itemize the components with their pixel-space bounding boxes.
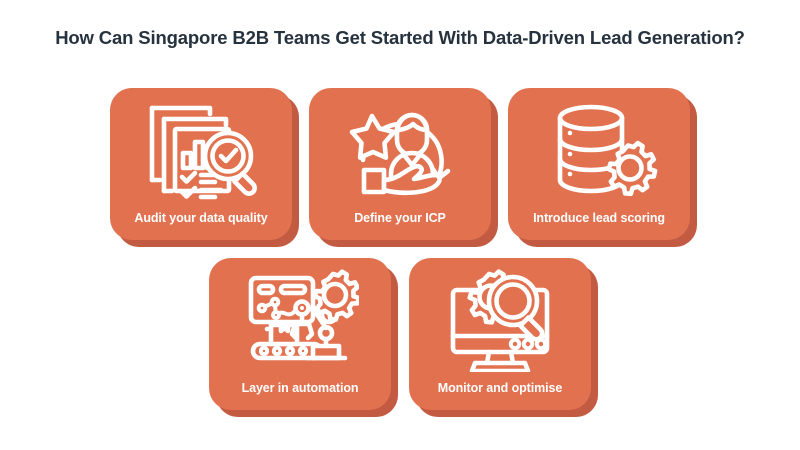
- card-label: Audit your data quality: [134, 211, 268, 225]
- card-layer-in-automation[interactable]: Layer in automation: [209, 258, 391, 410]
- desktop-monitor-gear-magnifier-icon: [409, 264, 591, 376]
- person-star-hand-arrow-icon: [309, 94, 491, 206]
- database-gear-icon: [508, 94, 690, 206]
- card-audit-your-data-quality[interactable]: Audit your data quality: [110, 88, 292, 240]
- card-label: Define your ICP: [354, 211, 446, 225]
- card-label: Introduce lead scoring: [533, 211, 665, 225]
- card-label: Monitor and optimise: [437, 381, 563, 395]
- card-monitor-and-optimise[interactable]: Monitor and optimise: [409, 258, 591, 410]
- document-stack-bar-chart-checklist-magnifier-icon: [110, 94, 292, 206]
- card-introduce-lead-scoring[interactable]: Introduce lead scoring: [508, 88, 690, 240]
- monitor-robot-arm-conveyor-gear-icon: [209, 264, 391, 376]
- card-define-your-icp[interactable]: Define your ICP: [309, 88, 491, 240]
- card-label: Layer in automation: [241, 381, 359, 395]
- page-title: How Can Singapore B2B Teams Get Started …: [55, 27, 745, 48]
